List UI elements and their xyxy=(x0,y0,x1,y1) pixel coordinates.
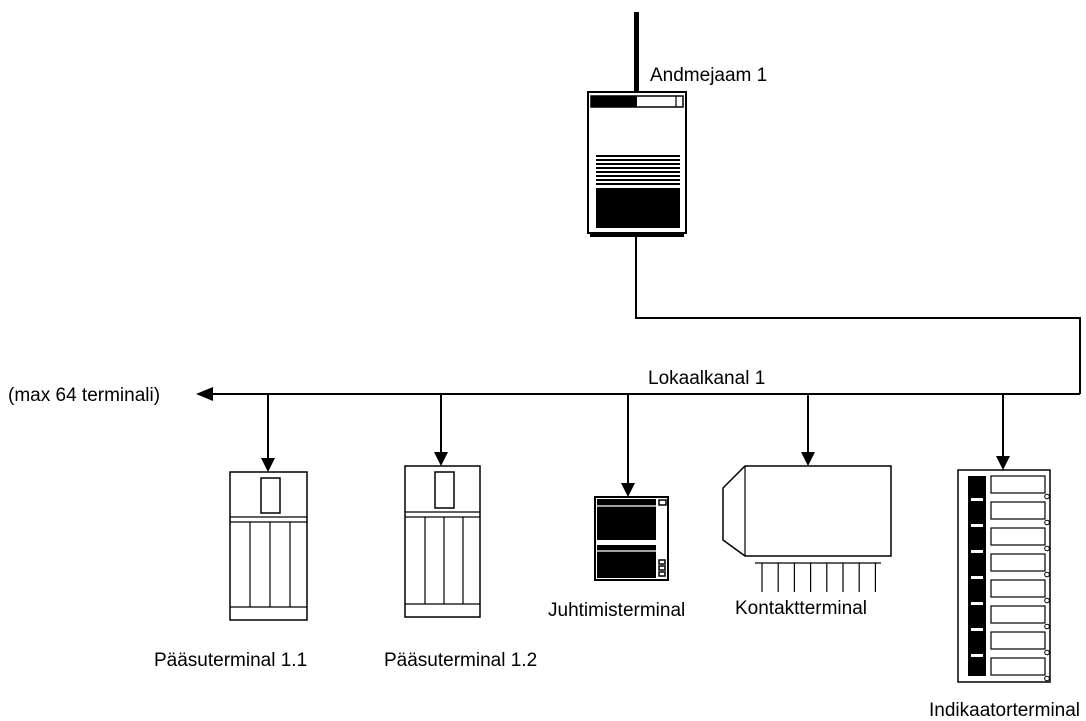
control-button xyxy=(659,560,665,564)
terminal-window xyxy=(435,472,454,508)
drop-access-1 xyxy=(261,394,275,472)
led-gap xyxy=(971,576,983,579)
indicator-row xyxy=(991,502,1045,519)
indicator-row xyxy=(991,606,1045,623)
indicator-row xyxy=(991,658,1045,675)
drop-contact xyxy=(801,394,815,466)
led-gap xyxy=(971,654,983,657)
indicator-row xyxy=(991,632,1045,649)
indicator-row xyxy=(991,528,1045,545)
station-base xyxy=(590,232,684,237)
indicator-lamp xyxy=(1045,520,1050,525)
control-top-block xyxy=(597,499,656,540)
drop-arrowhead xyxy=(996,456,1010,470)
bus-capacity-note: (max 64 terminali) xyxy=(8,385,160,406)
drop-arrowhead xyxy=(801,452,815,466)
indicator-row xyxy=(991,476,1045,493)
drop-indicator xyxy=(996,394,1010,470)
terminal-body xyxy=(723,466,891,556)
led-gap xyxy=(971,498,983,501)
drop-arrowhead xyxy=(621,483,635,497)
contact-pins xyxy=(762,563,875,592)
led-gap xyxy=(971,602,983,605)
drop-arrowhead xyxy=(434,452,448,466)
access-terminal-2-label: Pääsuterminal 1.2 xyxy=(384,650,537,671)
led-gap xyxy=(971,550,983,553)
indicator-row xyxy=(991,580,1045,597)
indicator-lamp xyxy=(1045,572,1050,577)
led-gap xyxy=(971,524,983,527)
indicator-lamp xyxy=(1045,650,1050,655)
indicator-lamp xyxy=(1045,546,1050,551)
indicator-terminal xyxy=(958,470,1050,682)
indicator-lamp xyxy=(1045,676,1050,681)
data-station xyxy=(588,92,686,237)
control-terminal xyxy=(595,497,668,580)
contact-terminal-label: Kontaktterminal xyxy=(735,598,867,619)
control-bottom-block xyxy=(597,545,656,578)
access-terminal-1 xyxy=(230,472,307,620)
access-terminal-1-label: Pääsuterminal 1.1 xyxy=(154,650,307,671)
indicator-lamp xyxy=(1045,494,1050,499)
control-button xyxy=(659,572,665,576)
control-button xyxy=(659,566,665,570)
led-gap xyxy=(971,628,983,631)
drop-access-2 xyxy=(434,394,448,466)
terminal-window xyxy=(261,478,280,513)
control-terminal-label: Juhtimisterminal xyxy=(548,600,685,621)
contact-terminal xyxy=(723,466,891,592)
station-antenna xyxy=(634,12,639,93)
drop-arrowhead xyxy=(261,458,275,472)
bus-arrow-left xyxy=(196,387,213,401)
indicator-row xyxy=(991,554,1045,571)
station-display-fill xyxy=(591,96,637,107)
indicator-lamp xyxy=(1045,598,1050,603)
indicator-terminal-label: Indikaatorterminal xyxy=(929,700,1080,721)
indicator-lamp xyxy=(1045,624,1050,629)
drop-control xyxy=(621,394,635,497)
access-terminal-2 xyxy=(405,466,480,617)
station-panel xyxy=(596,188,680,228)
station-label: Andmejaam 1 xyxy=(650,65,767,86)
control-indicator xyxy=(659,500,666,505)
bus-label: Lokaalkanal 1 xyxy=(648,368,765,389)
